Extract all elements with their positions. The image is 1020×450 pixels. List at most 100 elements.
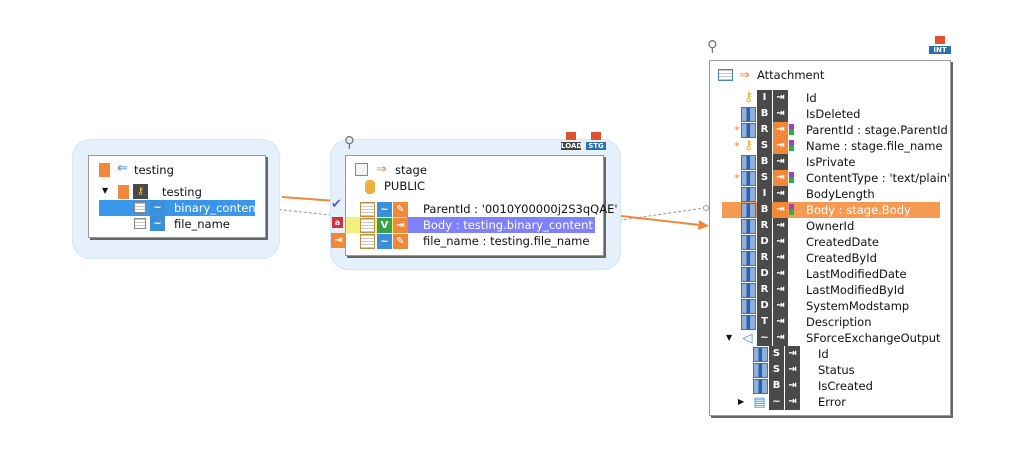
- target-field-row[interactable]: *⚷S⇥Name : stage.file_name: [710, 138, 950, 154]
- target-field-label[interactable]: SForceExchangeOutput: [806, 331, 941, 345]
- target-field-label[interactable]: IsCreated: [818, 379, 873, 393]
- arrowhead: [698, 220, 709, 230]
- lineage-line: [253, 206, 341, 217]
- target-field-label[interactable]: Name : stage.file_name: [806, 139, 943, 153]
- stage-field-row[interactable]: V⇥Body : testing.binary_content: [346, 217, 603, 233]
- target-field-row[interactable]: T⇥Description: [710, 314, 950, 330]
- target-field-label[interactable]: Id: [806, 91, 817, 105]
- type-icon: R: [757, 218, 772, 234]
- int-badge-icon: INT: [929, 36, 951, 56]
- target-field-label[interactable]: CreatedById: [806, 251, 877, 265]
- search-icon[interactable]: ⚲: [344, 133, 355, 151]
- field-icon: [741, 187, 756, 202]
- type-icon: D: [757, 234, 772, 250]
- mapping-indicator-icon: [789, 140, 794, 151]
- target-field-row[interactable]: D⇥ CreatedDate: [710, 234, 950, 250]
- target-field-row[interactable]: S⇥ Id: [710, 346, 950, 362]
- collapse-icon[interactable]: ▼: [726, 333, 733, 342]
- mapping-line: [281, 196, 337, 202]
- type-icon: B: [757, 106, 772, 122]
- target-field-row[interactable]: ▶▤~⇥Error: [710, 394, 950, 410]
- output-icon: ⇥: [773, 138, 788, 154]
- target-field-row[interactable]: R⇥OwnerId: [710, 218, 950, 234]
- required-icon: a: [332, 217, 343, 228]
- field-icon: [741, 219, 756, 234]
- target-field-row[interactable]: ⚷I⇥Id: [710, 90, 950, 106]
- column-icon: [360, 202, 375, 217]
- target-field-label[interactable]: SystemModstamp: [806, 299, 910, 313]
- field-binary-content[interactable]: binary_content: [174, 201, 261, 215]
- search-icon[interactable]: ⚲: [707, 37, 718, 55]
- expand-icon[interactable]: ▶: [738, 397, 745, 406]
- target-field-row[interactable]: *R⇥ParentId : stage.ParentId: [710, 122, 950, 138]
- target-field-row[interactable]: B⇥IsPrivate: [710, 154, 950, 170]
- table-icon: [134, 218, 146, 229]
- target-field-row[interactable]: B⇥Body : stage.Body: [710, 202, 950, 218]
- lineage-line: [593, 207, 705, 225]
- type-icon: S: [757, 138, 772, 154]
- type-icon: S: [769, 362, 784, 378]
- type-icon: I: [757, 186, 772, 202]
- target-field-label[interactable]: LastModifiedDate: [806, 267, 907, 281]
- load-badge-icon: LOAD: [561, 132, 582, 152]
- target-field-row[interactable]: I⇥BodyLength: [710, 186, 950, 202]
- type-icon: ~: [377, 234, 392, 249]
- target-field-row[interactable]: ▼◁~⇥SForceExchangeOutput: [710, 330, 950, 346]
- target-field-row[interactable]: D⇥LastModifiedDate: [710, 266, 950, 282]
- target-field-row[interactable]: S⇥Status: [710, 362, 950, 378]
- target-field-label[interactable]: LastModifiedById: [806, 283, 905, 297]
- column-icon: [360, 218, 375, 233]
- arrow-right-icon: ⇒: [739, 68, 750, 83]
- wrench-icon: ✎: [393, 202, 408, 217]
- field-file-name[interactable]: file_name: [174, 217, 230, 231]
- mapping-line: [620, 215, 701, 226]
- stage-field-label[interactable]: file_name : testing.file_name: [423, 234, 590, 248]
- required-asterisk: *: [734, 123, 740, 137]
- stage-field-row[interactable]: ~✎file_name : testing.file_name: [346, 233, 603, 249]
- type-icon: T: [757, 314, 772, 330]
- target-field-label[interactable]: IsPrivate: [806, 155, 856, 169]
- stage-field-label[interactable]: ParentId : '0010Y00000j2S3qQAE': [423, 202, 618, 216]
- target-field-label[interactable]: BodyLength: [806, 187, 875, 201]
- output-icon: ⇥: [773, 250, 788, 266]
- target-title: Attachment: [757, 68, 825, 82]
- output-icon: ⇥: [785, 394, 800, 410]
- target-field-label[interactable]: ContentType : 'text/plain': [806, 171, 951, 185]
- target-field-label[interactable]: IsDeleted: [806, 107, 861, 121]
- type-icon: S: [769, 346, 784, 362]
- target-field-label[interactable]: Description: [806, 315, 872, 329]
- output-icon: ⇥: [785, 346, 800, 362]
- stage-field-row[interactable]: ~✎ParentId : '0010Y00000j2S3qQAE': [346, 201, 618, 217]
- field-icon: [741, 123, 756, 138]
- type-icon: I: [757, 90, 772, 106]
- collapse-icon[interactable]: ▼: [102, 186, 109, 195]
- target-field-label[interactable]: CreatedDate: [806, 235, 879, 249]
- target-field-row[interactable]: B⇥IsDeleted: [710, 106, 950, 122]
- target-field-label[interactable]: Error: [818, 395, 847, 409]
- structure-icon: ◁: [742, 331, 753, 346]
- required-asterisk: *: [734, 139, 740, 153]
- output-icon: ⇥: [773, 234, 788, 250]
- stage-node[interactable]: ⇒ stage PUBLIC ~✎ParentId : '0010Y00000j…: [345, 155, 618, 256]
- target-field-label[interactable]: Status: [818, 363, 855, 377]
- target-field-row[interactable]: R⇥LastModifiedById: [710, 282, 950, 298]
- source-node-name[interactable]: testing: [162, 185, 202, 199]
- checkbox[interactable]: [355, 163, 368, 176]
- target-field-label[interactable]: ParentId : stage.ParentId: [806, 123, 948, 137]
- target-field-label[interactable]: Id: [818, 347, 829, 361]
- output-icon: ⇥: [785, 378, 800, 394]
- type-icon: R: [757, 250, 772, 266]
- target-field-label[interactable]: OwnerId: [806, 219, 855, 233]
- target-field-row[interactable]: D⇥SystemModstamp: [710, 298, 950, 314]
- target-field-row[interactable]: R⇥ CreatedById: [710, 250, 950, 266]
- target-field-row[interactable]: B⇥IsCreated: [710, 378, 950, 394]
- stage-field-label[interactable]: Body : testing.binary_content: [423, 218, 593, 232]
- field-icon: [741, 107, 756, 122]
- output-icon: ⇥: [773, 122, 788, 138]
- target-field-label[interactable]: Body : stage.Body: [806, 203, 911, 217]
- column-icon: [360, 234, 375, 249]
- source-node[interactable]: ⇐ testing ▼ ⚷ testing ~ binary_content ~…: [88, 155, 266, 238]
- target-field-row[interactable]: *S⇥ContentType : 'text/plain': [710, 170, 950, 186]
- type-icon: R: [757, 282, 772, 298]
